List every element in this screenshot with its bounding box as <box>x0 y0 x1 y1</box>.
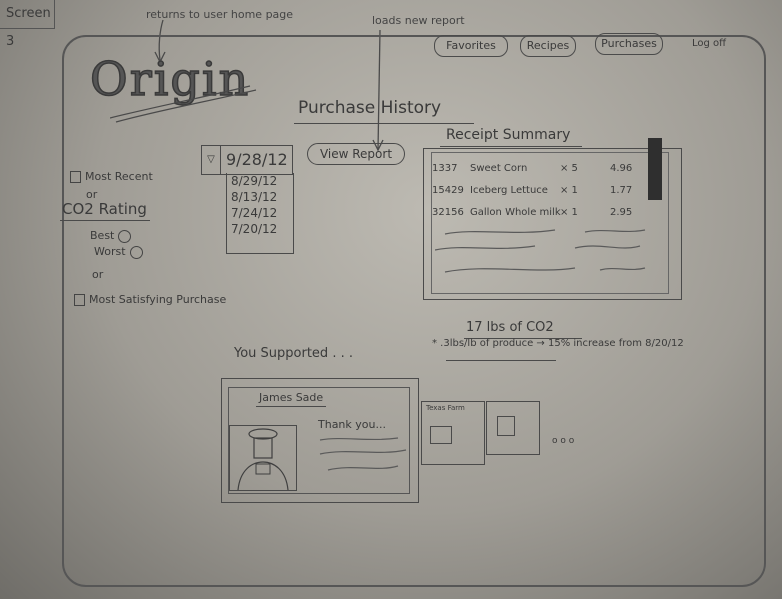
date-option[interactable]: 7/24/12 <box>231 206 278 220</box>
receipt-item: Gallon Whole milk <box>470 207 561 218</box>
receipt-qty: × 1 <box>560 207 578 218</box>
farmer-name-underline <box>256 406 326 407</box>
filter-best-label: Best <box>90 229 115 242</box>
radio-icon[interactable] <box>129 245 143 259</box>
farmer-name: James Sade <box>259 391 324 404</box>
logo-annotation: returns to user home page <box>146 8 294 21</box>
nav-favorites-button[interactable]: Favorites <box>434 35 508 57</box>
filter-co2-rating-label: CO2 Rating <box>62 200 147 218</box>
filter-most-satisfying-label: Most Satisfying Purchase <box>89 293 227 306</box>
date-select[interactable]: ▽ 9/28/12 <box>201 145 293 175</box>
co2-underline <box>60 220 150 221</box>
farm-card[interactable] <box>486 401 540 455</box>
nav-purchases-button[interactable]: Purchases <box>595 33 663 55</box>
filter-most-recent[interactable]: Most Recent <box>70 170 153 183</box>
farmer-portrait-icon <box>237 428 289 491</box>
logout-link[interactable]: Log off <box>692 38 727 49</box>
receipt-code: 32156 <box>432 207 464 218</box>
receipt-price: 4.96 <box>610 163 633 174</box>
screen-label: Screen 3 <box>0 0 55 49</box>
receipt-code: 15429 <box>432 185 464 196</box>
receipt-scrollbar[interactable] <box>648 138 662 200</box>
more-cards-indicator[interactable]: o o o <box>552 436 575 446</box>
co2-note-underline <box>446 360 556 361</box>
farm-image-icon <box>497 416 515 436</box>
receipt-placeholder-lines <box>435 229 646 273</box>
receipt-qty: × 5 <box>560 163 578 174</box>
receipt-item: Sweet Corn <box>470 163 528 174</box>
screen-frame <box>62 35 766 587</box>
receipt-item: Iceberg Lettuce <box>470 185 548 196</box>
date-option[interactable]: 7/20/12 <box>231 222 278 236</box>
dropdown-arrow-icon[interactable]: ▽ <box>202 146 221 174</box>
receipt-summary-title: Receipt Summary <box>446 127 571 143</box>
receipt-row: 32156 Gallon Whole milk × 1 2.95 <box>432 207 668 225</box>
checkbox-icon[interactable] <box>74 294 85 306</box>
farmer-card-inner <box>228 387 410 494</box>
receipt-row: 1337 Sweet Corn × 5 4.96 <box>432 163 668 181</box>
receipt-price: 1.77 <box>610 185 633 196</box>
nav-recipes-button[interactable]: Recipes <box>520 35 576 57</box>
farm-card[interactable]: Texas Farm <box>421 401 485 465</box>
receipt-title-underline <box>440 146 582 147</box>
date-option[interactable]: 8/13/12 <box>231 190 278 204</box>
filter-or-2: or <box>92 268 104 281</box>
filter-most-recent-label: Most Recent <box>85 170 153 183</box>
date-options-list: 8/29/12 8/13/12 7/24/12 7/20/12 <box>226 173 294 254</box>
receipt-qty: × 1 <box>560 185 578 196</box>
co2-note: * .3lbs/lb of produce → 15% increase fro… <box>432 338 684 349</box>
thank-you-text: Thank you... <box>318 418 386 431</box>
date-option[interactable]: 8/29/12 <box>231 174 278 188</box>
supported-title: You Supported . . . <box>234 346 353 361</box>
radio-icon[interactable] <box>118 229 132 243</box>
filter-worst-label: Worst <box>94 245 126 258</box>
page-title: Purchase History <box>298 98 442 118</box>
logo-scribble <box>110 85 257 123</box>
co2-amount: 17 lbs of CO2 <box>466 320 554 335</box>
checkbox-icon[interactable] <box>70 171 81 183</box>
farm-card-label: Texas Farm <box>426 404 465 412</box>
filter-best[interactable]: Best <box>90 229 132 243</box>
view-report-annotation: loads new report <box>372 14 465 27</box>
receipt-list: 1337 Sweet Corn × 5 4.96 15429 Iceberg L… <box>431 152 669 294</box>
view-report-button[interactable]: View Report <box>307 143 405 165</box>
title-underline <box>294 123 474 124</box>
thank-you-lines <box>319 437 407 471</box>
filter-or-1: or <box>86 188 98 201</box>
co2-amount-underline <box>464 338 582 339</box>
date-select-value: 9/28/12 <box>226 150 288 169</box>
receipt-code: 1337 <box>432 163 458 174</box>
receipt-row: 15429 Iceberg Lettuce × 1 1.77 <box>432 185 668 203</box>
filter-worst[interactable]: Worst <box>94 245 143 259</box>
receipt-price: 2.95 <box>610 207 633 218</box>
filter-most-satisfying[interactable]: Most Satisfying Purchase <box>74 293 226 306</box>
farm-image-icon <box>430 426 452 444</box>
receipt-panel <box>423 148 682 300</box>
farmer-avatar <box>229 425 297 491</box>
farmer-card[interactable] <box>221 378 419 503</box>
